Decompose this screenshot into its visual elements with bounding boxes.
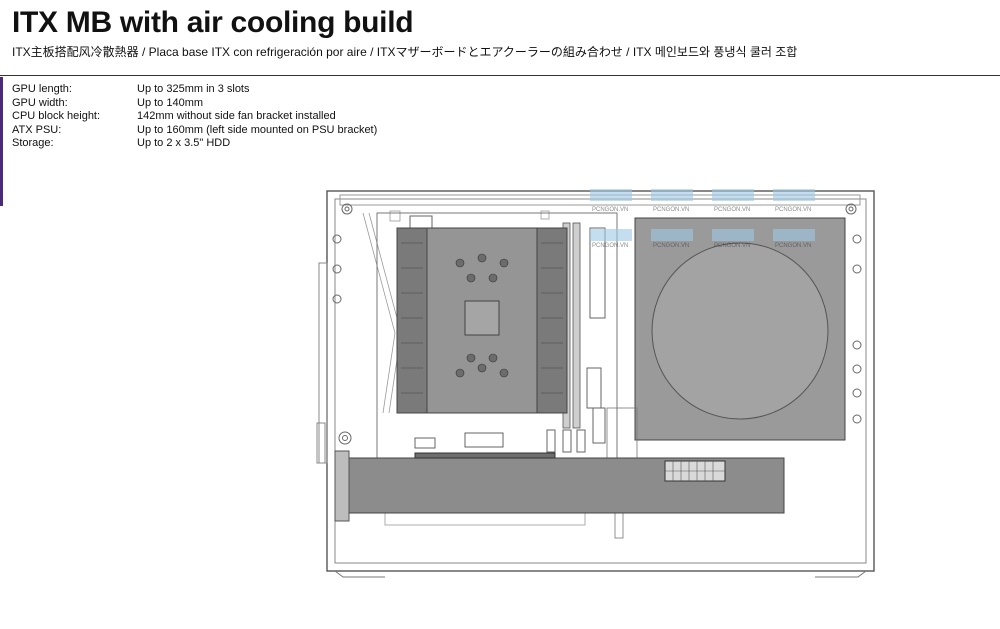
cooler-fan-right (536, 227, 568, 414)
sata-port (546, 429, 556, 453)
page-title: ITX MB with air cooling build (12, 6, 414, 39)
cooler-fan-left (396, 227, 428, 414)
spec-label: Storage: (12, 137, 54, 149)
atx-psu (634, 217, 846, 441)
spec-row-gpu-length: GPU length: Up to 325mm in 3 slots (12, 83, 377, 97)
sata-port (562, 429, 572, 453)
watermark-text: PCNGON.VN (653, 207, 689, 213)
watermark-text: PCNGON.VN (714, 207, 750, 213)
mount-screw-icon (499, 258, 509, 268)
watermark-text: PCNGON.VN (592, 243, 628, 249)
case-diagram: PCNGON.VN PCNGON.VN PCNGON.VN PCNGON.VN … (316, 189, 875, 578)
spec-value: 142mm without side fan bracket installed (137, 110, 336, 122)
mount-screw-icon (477, 363, 487, 373)
ram-slot (572, 222, 581, 429)
page-subtitle: ITX主板搭配风冷散熱器 / Placa base ITX con refrig… (12, 45, 798, 59)
watermark-group: PCNGON.VN PCNGON.VN PCNGON.VN PCNGON.VN … (590, 189, 815, 249)
rear-io-rail (318, 262, 328, 464)
screw-icon (332, 234, 342, 244)
psu-fan-grill (651, 242, 829, 420)
cpu-air-cooler (396, 227, 568, 414)
watermark-badge (712, 189, 754, 201)
screw-icon (845, 203, 857, 215)
mount-screw-icon (499, 368, 509, 378)
watermark-text: PCNGON.VN (714, 243, 750, 249)
screw-icon (852, 414, 862, 424)
graphics-card (334, 450, 785, 522)
spec-value: Up to 325mm in 3 slots (137, 83, 250, 95)
cpu-socket-cover (464, 300, 500, 336)
mount-screw-icon (488, 273, 498, 283)
spec-label: GPU length: (12, 83, 72, 95)
cable-slot (540, 210, 550, 220)
watermark-badge (651, 189, 693, 201)
screw-icon (338, 431, 352, 445)
spec-label: GPU width: (12, 96, 68, 109)
spec-row-gpu-width: GPU width: Up to 140mm (12, 97, 377, 111)
spec-row-storage: Storage: Up to 2 x 3.5" HDD (12, 137, 377, 151)
mount-screw-icon (455, 258, 465, 268)
bracket-diagonal (362, 212, 396, 414)
front-header (586, 367, 602, 409)
psu-bracket (606, 407, 638, 459)
screw-icon (332, 294, 342, 304)
usb-header (592, 407, 606, 444)
screw-icon (852, 364, 862, 374)
watermark-text: PCNGON.VN (775, 243, 811, 249)
watermark-text: PCNGON.VN (653, 243, 689, 249)
spec-label: CPU block height: (12, 110, 101, 122)
cable-slot (389, 210, 401, 222)
mount-screw-icon (477, 253, 487, 263)
screw-icon (344, 206, 350, 212)
accent-bar (0, 77, 3, 206)
screw-icon (852, 264, 862, 274)
chipset-block (464, 432, 504, 448)
screw-icon (852, 340, 862, 350)
spec-label: ATX PSU: (12, 123, 62, 136)
watermark-text: PCNGON.VN (592, 207, 628, 213)
watermark-badge (590, 189, 632, 201)
lower-rail (384, 512, 586, 526)
mount-screw-icon (488, 353, 498, 363)
gpu-pcie-connector (414, 452, 556, 459)
spec-value: Up to 140mm (137, 96, 204, 109)
header-divider (0, 75, 1000, 76)
sata-port (576, 429, 586, 453)
watermark-badge (773, 229, 815, 241)
atx-24pin-connector (589, 227, 606, 319)
watermark-badge (651, 229, 693, 241)
case-foot-left (334, 570, 385, 578)
screw-icon (852, 388, 862, 398)
screw-icon (332, 264, 342, 274)
watermark-text: PCNGON.VN (775, 207, 811, 213)
spec-row-cpu-block-height: CPU block height: 142mm without side fan… (12, 110, 377, 124)
watermark-badge (712, 229, 754, 241)
mount-screw-icon (455, 368, 465, 378)
bracket-diagonal (368, 212, 402, 414)
mount-screw-icon (466, 353, 476, 363)
watermark-badge (590, 229, 632, 241)
screw-icon (341, 203, 353, 215)
case-foot-right (815, 570, 867, 578)
screw-icon (342, 435, 348, 441)
screw-icon (848, 206, 854, 212)
watermark-badge (773, 189, 815, 201)
spec-row-atx-psu: ATX PSU: Up to 160mm (left side mounted … (12, 124, 377, 138)
spec-value: Up to 160mm (left side mounted on PSU br… (137, 123, 378, 136)
gpu-io-bracket (334, 450, 350, 522)
screw-icon (852, 234, 862, 244)
rear-io-bracket (316, 422, 326, 464)
mount-screw-icon (466, 273, 476, 283)
spec-value: Up to 2 x 3.5" HDD (137, 137, 231, 149)
header-pins (414, 437, 436, 449)
cpu-power-connector (409, 215, 433, 229)
spec-list: GPU length: Up to 325mm in 3 slots GPU w… (12, 83, 377, 151)
